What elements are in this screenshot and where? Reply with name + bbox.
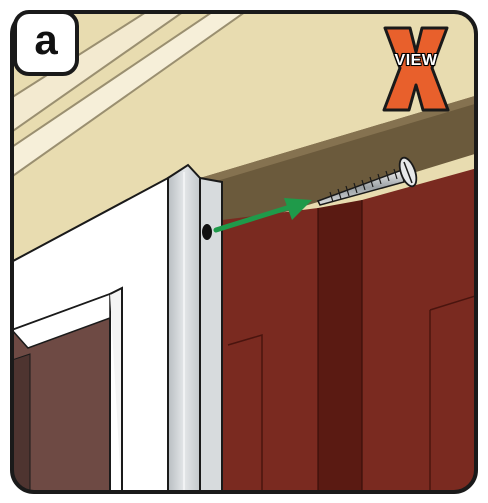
door-panel-center: [318, 200, 362, 503]
door-panel-right: [362, 165, 488, 503]
step-label-box: [15, 12, 77, 74]
door-panel-left: [222, 208, 318, 503]
screw-hole-icon: [202, 224, 212, 240]
